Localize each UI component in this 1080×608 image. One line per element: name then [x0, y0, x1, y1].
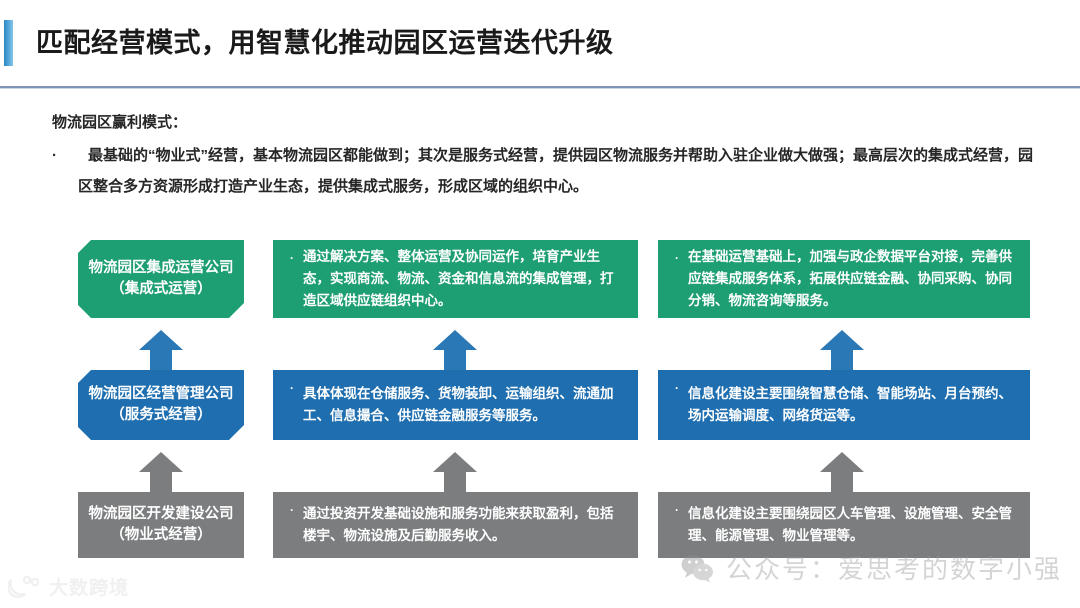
- cell-property-informatization[interactable]: · 信息化建设主要围绕园区人车管理、设施管理、安全管理、能源管理、物业管理等。: [658, 492, 1030, 558]
- bullet-dot-icon: ·: [290, 251, 294, 265]
- cell-property-operations[interactable]: · 通过投资开发基础设施和服务功能来获取盈利，包括楼宇、物流设施及后勤服务收入。: [273, 492, 638, 558]
- cell-integrated-informatization[interactable]: · 在基础运营基础上，加强与政企数据平台对接，完善供应链集成服务体系，拓展供应链…: [658, 240, 1030, 318]
- bullet-dot-icon: ·: [290, 381, 294, 395]
- bullet-dot-icon: ·: [675, 251, 679, 265]
- paw-logo-icon: [6, 575, 42, 599]
- row-label-service-line2: （服务式经营）: [110, 407, 212, 423]
- title-accent-bar: [4, 20, 13, 66]
- cell-integrated-operations[interactable]: · 通过解决方案、整体运营及协同运作，培育产业生态，实现商流、物流、资金和信息流…: [273, 240, 638, 318]
- arrow-up-col2-blue: [432, 328, 478, 370]
- page-title: 匹配经营模式，用智慧化推动园区运营迭代升级: [36, 28, 614, 58]
- watermark-left-text: 大数跨境: [49, 578, 130, 599]
- cell-property-operations-text: 通过投资开发基础设施和服务功能来获取盈利，包括楼宇、物流设施及后勤服务收入。: [303, 506, 614, 543]
- cell-service-informatization-text: 信息化建设主要围绕智慧仓储、智能场站、月台预约、场内运输调度、网络货运等。: [688, 386, 1012, 423]
- header-divider: [0, 86, 1080, 88]
- cell-integrated-informatization-text: 在基础运营基础上，加强与政企数据平台对接，完善供应链集成服务体系，拓展供应链金融…: [688, 249, 1012, 308]
- arrow-up-col1-gray: [138, 450, 184, 492]
- arrow-up-col3-blue: [819, 328, 865, 370]
- row-label-property[interactable]: 物流园区开发建设公司 （物业式经营）: [78, 492, 244, 558]
- row-label-integrated-line1: 物流园区集成运营公司: [88, 260, 234, 276]
- row-label-integrated-line2: （集成式运营）: [110, 281, 212, 297]
- cell-service-operations[interactable]: · 具体体现在仓储服务、货物装卸、运输组织、流通加工、信息撮合、供应链金融服务等…: [273, 370, 638, 440]
- bullet-dot-icon: ·: [675, 503, 679, 517]
- cell-service-operations-text: 具体体现在仓储服务、货物装卸、运输组织、流通加工、信息撮合、供应链金融服务等服务…: [303, 386, 614, 423]
- arrow-up-col3-gray: [819, 450, 865, 492]
- row-label-service[interactable]: 物流园区经营管理公司 （服务式经营）: [78, 370, 244, 440]
- arrow-up-col2-gray: [432, 450, 478, 492]
- watermark-right-text: 公众号：爱思考的数字小强: [725, 554, 1062, 584]
- row-label-integrated[interactable]: 物流园区集成运营公司 （集成式运营）: [78, 240, 244, 318]
- cell-integrated-operations-text: 通过解决方案、整体运营及协同运作，培育产业生态，实现商流、物流、资金和信息流的集…: [303, 249, 614, 308]
- row-label-service-line1: 物流园区经营管理公司: [88, 386, 234, 402]
- bullet-dot-icon: ·: [290, 503, 294, 517]
- cell-service-informatization[interactable]: · 信息化建设主要围绕智慧仓储、智能场站、月台预约、场内运输调度、网络货运等。: [658, 370, 1030, 440]
- wechat-icon: [680, 553, 714, 583]
- cell-property-informatization-text: 信息化建设主要围绕园区人车管理、设施管理、安全管理、能源管理、物业管理等。: [688, 506, 1012, 543]
- intro-heading: 物流园区赢利模式：: [52, 114, 188, 131]
- arrow-up-col1-blue: [138, 328, 184, 370]
- row-label-property-line2: （物业式经营）: [110, 527, 212, 543]
- row-label-property-line1: 物流园区开发建设公司: [88, 506, 234, 522]
- bullet-dot-icon: ·: [52, 147, 57, 164]
- intro-bullet-item: · 最基础的“物业式”经营，基本物流园区都能做到；其次是服务式经营，提供园区物流…: [52, 140, 1042, 202]
- intro-bullet-text: 最基础的“物业式”经营，基本物流园区都能做到；其次是服务式经营，提供园区物流服务…: [78, 147, 1034, 195]
- watermark-left: 大数跨境: [6, 573, 130, 600]
- watermark-right: 公众号：爱思考的数字小强: [680, 549, 1062, 586]
- header-divider-light: [0, 88, 1080, 89]
- slide-header: 匹配经营模式，用智慧化推动园区运营迭代升级: [0, 0, 1080, 86]
- bullet-dot-icon: ·: [675, 381, 679, 395]
- intro-block: 物流园区赢利模式： · 最基础的“物业式”经营，基本物流园区都能做到；其次是服务…: [52, 108, 1042, 202]
